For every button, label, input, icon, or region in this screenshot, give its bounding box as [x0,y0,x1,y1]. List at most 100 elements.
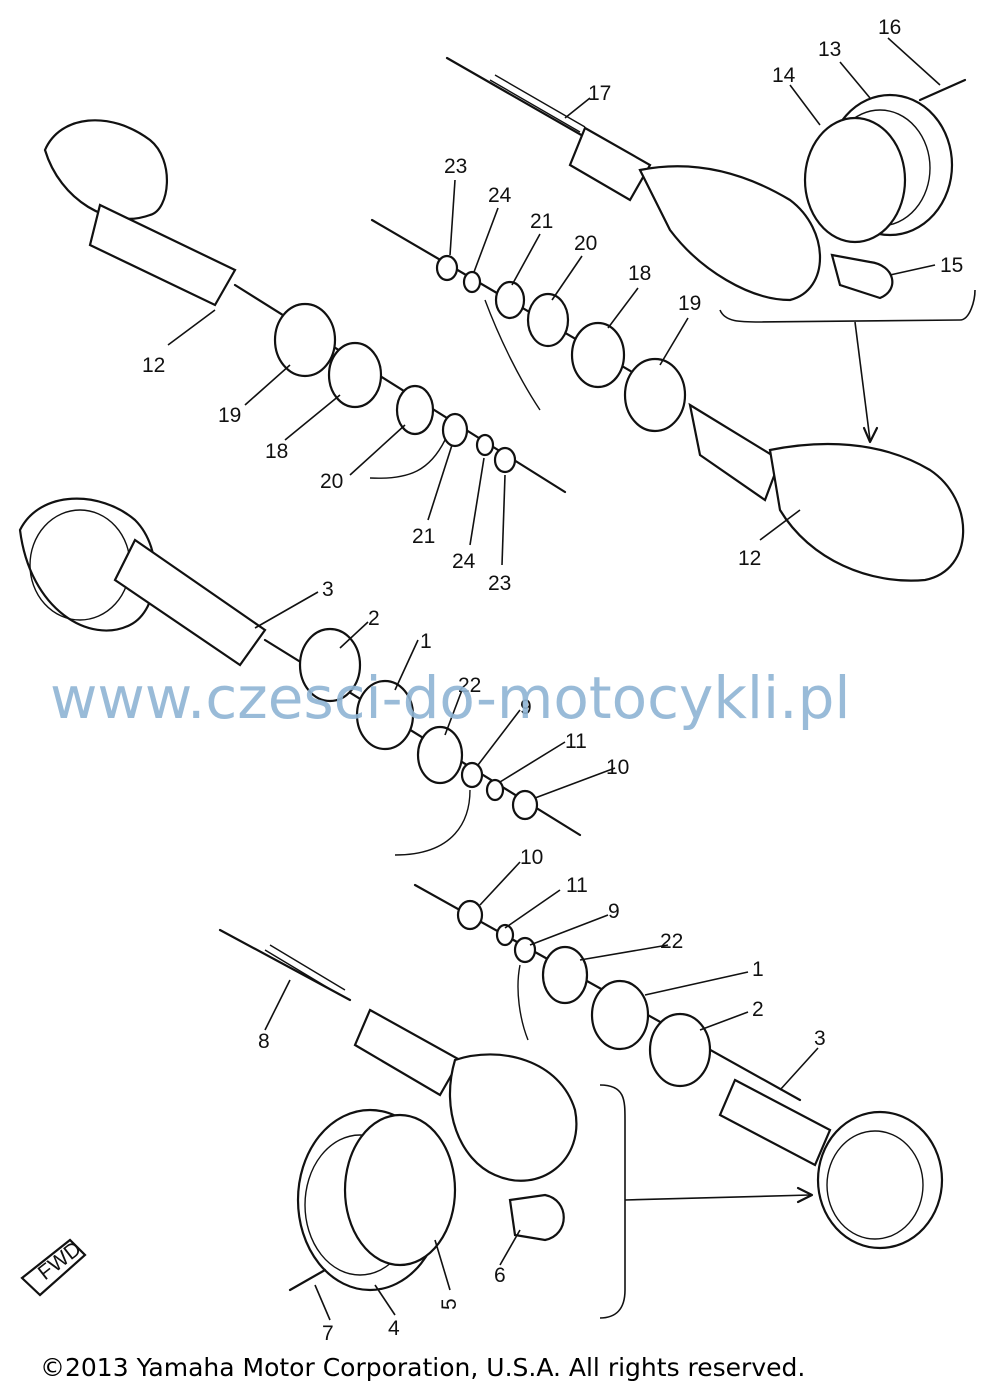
callout-19b: 19 [218,404,241,427]
callout-17: 17 [588,82,611,105]
nut-23-left [493,446,517,474]
arrow-head [862,426,879,444]
callout-12a: 12 [142,354,165,377]
callout-9a: 9 [520,696,532,719]
callout-18b: 18 [265,440,288,463]
grommet-1-left [355,679,415,751]
callout-8: 8 [258,1030,270,1053]
plate-19 [623,357,687,433]
washer-9-left [460,761,484,789]
flasher-housing-rear-left [43,119,169,220]
lens-rim-14 [803,116,907,244]
washer-21-left [441,412,469,448]
nut-23 [435,254,459,282]
bracket-arrow-lower [624,1194,811,1201]
callout-5: 5 [438,1298,461,1310]
callout-20b: 20 [320,470,343,493]
callout-11b: 11 [566,874,588,897]
callout-24b: 24 [452,550,476,573]
washer-24 [462,270,482,294]
callout-20a: 20 [574,232,597,255]
callout-3a: 3 [322,578,334,601]
callout-18a: 18 [628,262,651,285]
washer-24-left [475,433,495,457]
flasher-housing-front-right [448,1053,578,1182]
callout-22b: 22 [660,930,683,953]
stud-thread [489,74,586,133]
washer-9-right [513,936,537,964]
callout-16: 16 [878,16,901,39]
callout-1b: 1 [752,958,764,981]
plate-22-right [541,945,589,1005]
flasher-stem-lower [688,402,782,502]
front-right-flasher-assembly [218,883,944,1319]
callout-13: 13 [818,38,841,61]
callout-23a: 23 [444,155,467,178]
plate-19-left [273,302,337,378]
bulb-6 [508,1193,565,1242]
callout-10a: 10 [606,756,629,779]
watermark-url: www.czesci-do-motocykli.pl [50,664,851,732]
flasher-stem-upper [568,126,652,202]
callout-24a: 24 [488,184,512,207]
plate-20-left [395,384,435,436]
lead-wire-left [369,439,446,479]
front-left-flasher-assembly [18,497,582,856]
callout-2a: 2 [368,607,380,630]
callout-12b: 12 [738,547,761,570]
rear-left-flasher-assembly [43,119,567,494]
callout-10b: 10 [520,846,543,869]
callout-22a: 22 [458,674,481,697]
bracket [719,289,976,323]
bracket-lower [599,1084,626,1319]
nut-10-left [511,789,539,821]
washer-21 [494,280,526,320]
washer-11-right [495,923,515,947]
flasher-stud-17 [445,56,592,142]
callout-15: 15 [940,254,963,277]
grommet-18-left [327,341,383,409]
lens-screw-7 [288,1268,327,1292]
lead-wire [484,299,541,411]
flasher-stem-rear-left [88,203,237,307]
lead-wire-front-right [517,964,529,1041]
callout-leaders [167,37,941,1321]
callout-11a: 11 [565,730,587,753]
lens-screw-16 [918,78,967,102]
plate-2-left [298,627,362,703]
callout-1a: 1 [420,630,432,653]
copyright-notice: ©2013 Yamaha Motor Corporation, U.S.A. A… [40,1353,806,1382]
flasher-wire [370,218,682,402]
flasher-lens-front-right [816,1110,944,1250]
callout-6: 6 [494,1264,506,1287]
callout-numbers: 17 13 14 16 15 23 24 21 20 18 19 12 19 1… [142,16,963,1345]
callout-21b: 21 [412,525,435,548]
nut-10-right [456,899,484,931]
washer-11-left [485,778,505,802]
plate-20 [526,292,570,348]
grommet-1-right [590,979,650,1051]
bulb-15 [830,253,894,300]
lead-wire-front-left [394,789,471,856]
flasher-housing-12 [768,442,965,582]
plate-22-left [416,725,464,785]
stud-thread-8 [264,944,346,996]
forward-direction-arrow: FWD [20,1237,87,1297]
flasher-housing-upper [638,165,821,302]
callout-2b: 2 [752,998,764,1021]
flasher-stem-front-left [113,538,267,667]
callout-7: 7 [322,1322,334,1345]
callout-14: 14 [772,64,796,87]
callout-23b: 23 [488,572,511,595]
bracket-arrow [854,321,871,441]
callout-9b: 9 [608,900,620,923]
grommet-18 [570,321,626,389]
flasher-stem-3 [718,1078,832,1167]
arrow-head-lower [796,1186,814,1204]
callout-4: 4 [388,1317,400,1340]
plate-2-right [648,1012,712,1088]
flasher-stem-front-right [353,1008,462,1097]
callout-19a: 19 [678,292,701,315]
callout-21a: 21 [530,210,553,233]
